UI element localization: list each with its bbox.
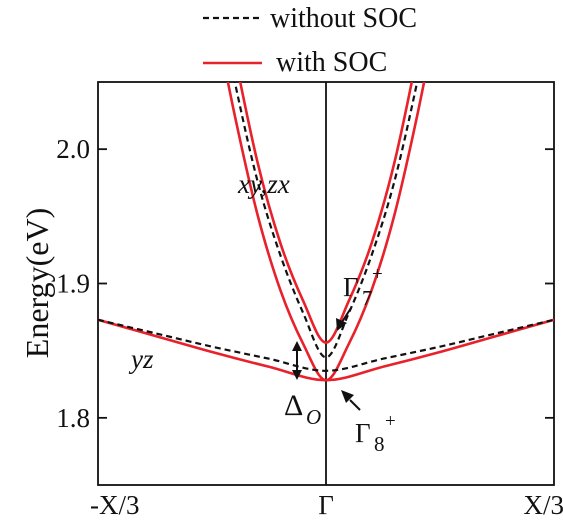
svg-text:+: + (372, 264, 383, 285)
delta-o-label: Δ O (284, 389, 321, 429)
series-line-1 (98, 318, 554, 372)
series-line-2 (238, 82, 414, 344)
gamma8-arrow (341, 390, 361, 411)
series-line-0 (233, 82, 419, 359)
x-tick-label-1: Γ (318, 490, 334, 520)
gamma8-label: Γ 8 + (355, 411, 396, 456)
delta-o-double-arrow (292, 341, 302, 380)
y-tick-label-2: 2.0 (56, 134, 90, 164)
svg-text:8: 8 (374, 432, 385, 456)
svg-text:7: 7 (362, 286, 373, 310)
svg-text:Γ: Γ (355, 418, 371, 448)
axis-tick-labels: 1.8 1.9 2.0 -X/3 Γ X/3 (56, 134, 563, 520)
svg-text:Γ: Γ (343, 272, 359, 302)
svg-text:+: + (385, 411, 396, 432)
axis-ticks (98, 148, 554, 419)
legend: without SOC with SOC (203, 3, 417, 78)
y-axis-title: Energy(eV) (19, 208, 55, 358)
series-line-4 (98, 318, 554, 382)
annotation-yz: yz (128, 344, 154, 374)
series-group (98, 82, 554, 382)
legend-label-with-soc: with SOC (276, 47, 387, 78)
svg-text:O: O (306, 405, 321, 429)
x-tick-label-2: X/3 (524, 490, 563, 520)
gamma7-label: Γ 7 + (343, 264, 383, 310)
y-tick-label-1: 1.9 (56, 269, 90, 299)
x-tick-label-0: -X/3 (90, 490, 140, 520)
annotation-xyzx: xy,zx (237, 169, 290, 199)
y-tick-label-0: 1.8 (56, 403, 90, 433)
gamma7-arrow (336, 307, 352, 331)
svg-text:Δ: Δ (284, 389, 303, 422)
legend-label-without-soc: without SOC (270, 3, 417, 34)
